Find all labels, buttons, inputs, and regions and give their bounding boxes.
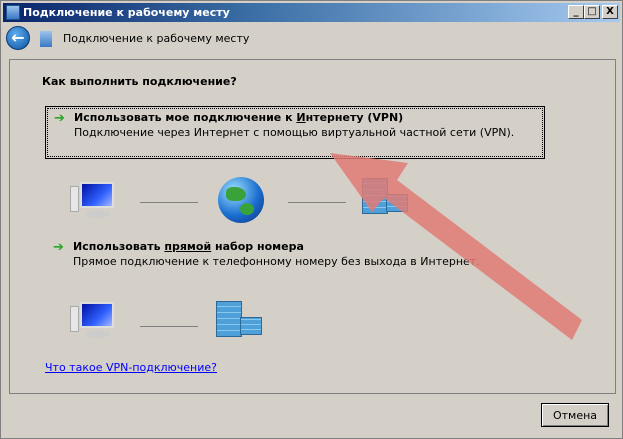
minimize-button[interactable]: _ [568,5,584,19]
office-building-icon [216,301,262,337]
back-button[interactable]: ← [6,26,30,50]
option-title: Использовать прямой набор номера [73,240,304,253]
cancel-button[interactable]: Отмена [541,403,609,427]
wizard-title: Подключение к рабочему месту [63,32,250,45]
question-heading: Как выполнить подключение? [42,75,237,88]
green-arrow-icon: ➔ [53,240,64,255]
option-description: Прямое подключение к телефонному номеру … [73,255,480,268]
connector-line [140,202,198,203]
close-button[interactable]: X [602,5,618,19]
connector-line [140,326,198,327]
option-vpn[interactable]: ➔ Использовать мое подключение к Интерне… [45,106,545,159]
workplace-icon [40,31,52,47]
connector-line [288,202,346,203]
option-title: Использовать мое подключение к Интернету… [74,111,404,124]
computer-icon [70,180,114,220]
wizard-header: ← Подключение к рабочему месту [3,23,620,55]
computer-icon [70,300,114,340]
content-panel: Как выполнить подключение? ➔ Использоват… [9,59,616,394]
vpn-help-link[interactable]: Что такое VPN-подключение? [45,361,217,374]
option-direct-dial[interactable]: ➔ Использовать прямой набор номера Прямо… [45,236,545,289]
maximize-button[interactable]: □ [584,5,600,19]
title-bar[interactable]: Подключение к рабочему месту _ □ X [3,3,620,22]
window-title: Подключение к рабочему месту [23,6,230,19]
office-building-icon [362,178,408,214]
workplace-icon [6,5,20,20]
green-arrow-icon: ➔ [54,111,65,126]
option-description: Подключение через Интернет с помощью вир… [74,126,515,139]
globe-icon [218,177,264,223]
